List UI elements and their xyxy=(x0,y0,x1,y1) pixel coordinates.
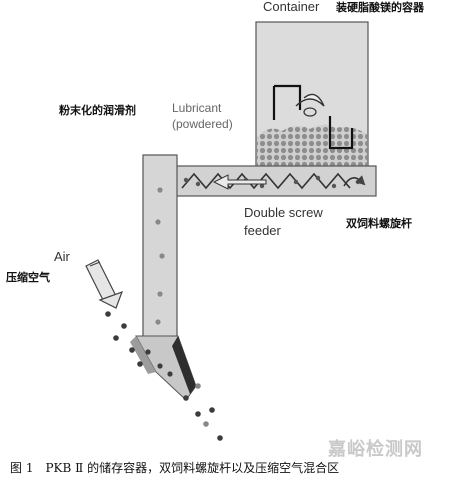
screw-rotation-icon xyxy=(343,175,366,187)
container-label-en: Container xyxy=(263,0,320,14)
feeder-label-en-1: Double screw xyxy=(244,205,323,220)
air-label-zh: 压缩空气 xyxy=(6,271,50,284)
lubricant-label-en-1: Lubricant xyxy=(172,101,222,115)
container-label-zh: 装硬脂酸镁的容器 xyxy=(336,1,424,14)
watermark: 嘉峪检测网 xyxy=(328,439,423,460)
rotation-arrow-icon xyxy=(295,93,325,107)
feeder-label-en-2: feeder xyxy=(244,223,281,238)
screw-zigzag xyxy=(181,172,351,190)
mixing-chute xyxy=(130,335,197,401)
vertical-tube xyxy=(142,154,178,342)
figure-caption: 图 1 PKB Ⅱ 的储存容器，双饲料螺旋杆以及压缩空气混合区 xyxy=(10,461,340,475)
lubricant-label-zh: 粉末化的润滑剂 xyxy=(59,104,136,117)
air-nozzle-icon xyxy=(85,259,124,309)
container xyxy=(255,21,369,169)
feed-direction-arrow-icon xyxy=(212,174,267,190)
air-label-en: Air xyxy=(54,249,70,264)
screw-feeder xyxy=(175,165,377,197)
lubricant-powder xyxy=(257,124,367,168)
particle-stream xyxy=(105,311,223,441)
feeder-label-zh: 双饲料螺旋杆 xyxy=(346,217,412,230)
lubricant-label-en-2: (powdered) xyxy=(172,117,233,131)
